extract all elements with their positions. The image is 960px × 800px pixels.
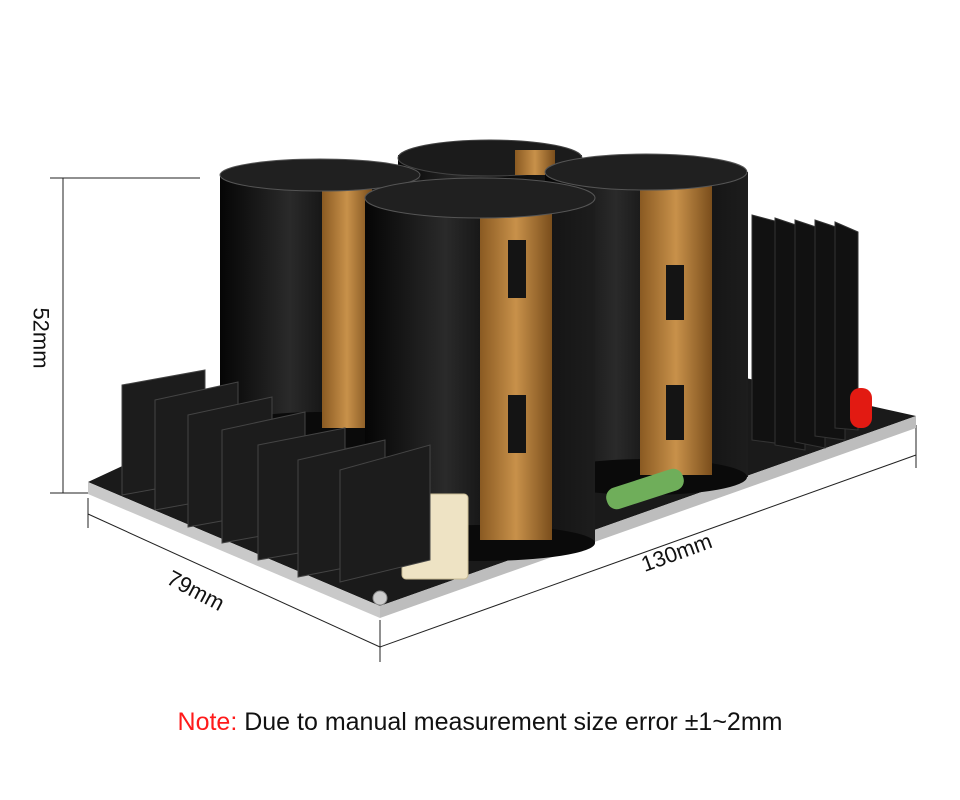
heatsink	[751, 214, 859, 451]
capacitor	[364, 177, 596, 561]
resistor	[606, 468, 684, 510]
dimension-lines	[50, 177, 917, 662]
note-text: Due to manual measurement size error ±1~…	[237, 708, 783, 736]
terminal-blocks	[121, 369, 431, 583]
note-label: Note:	[177, 708, 238, 736]
measurement-note: Note: Due to manual measurement size err…	[0, 708, 960, 737]
red-led	[850, 388, 872, 428]
height-dimension-label: 52mm	[28, 307, 54, 369]
